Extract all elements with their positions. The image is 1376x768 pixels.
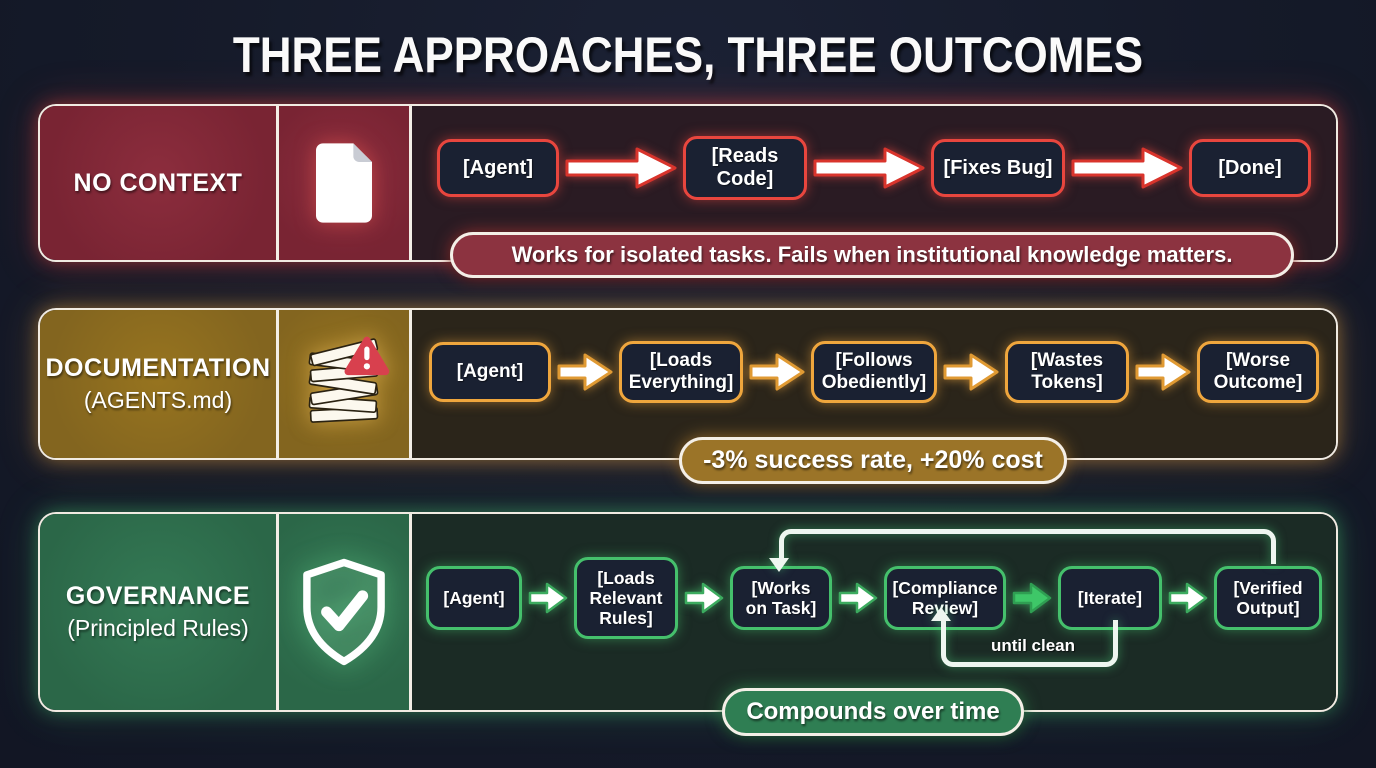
until-clean-loop-arrow	[931, 607, 1118, 667]
flow-step: [Wastes Tokens]	[1005, 341, 1129, 403]
vertical-divider	[276, 310, 279, 458]
panel-governance-title: GOVERNANCE	[65, 582, 251, 610]
flow-step: [Reads Code]	[683, 136, 807, 200]
flow-arrow-green-icon	[1012, 582, 1052, 614]
panel-no-context-icon-zone	[279, 106, 409, 260]
page-title: THREE APPROACHES, THREE OUTCOMES	[232, 27, 1144, 83]
panel-governance-icon-zone	[279, 514, 409, 710]
flow-arrow-icon	[1071, 147, 1183, 189]
flow-row: [Agent] [Reads Code] [Fixes Bug] [Done]	[412, 106, 1336, 206]
flow-step: [Loads Relevant Rules]	[574, 556, 678, 640]
panel-documentation-label-zone: DOCUMENTATION (AGENTS.md)	[40, 310, 276, 458]
flow-step: [Agent]	[426, 566, 522, 630]
flow-step: [Works on Task]	[730, 566, 832, 630]
flow-arrow-icon	[684, 582, 724, 614]
flow-row: [Agent] [Loads Everything] [Follows Obed…	[412, 310, 1336, 410]
flow-step: [Fixes Bug]	[931, 139, 1065, 197]
flow-step: [Verified Output]	[1214, 566, 1322, 630]
flow-arrow-icon	[749, 353, 805, 391]
flow-step: [Worse Outcome]	[1197, 341, 1319, 403]
flow-arrow-icon	[557, 353, 613, 391]
shield-check-icon	[303, 558, 385, 666]
panel-documentation-title: DOCUMENTATION	[45, 354, 271, 382]
flow-arrow-icon	[1168, 582, 1208, 614]
flow-step: [Follows Obediently]	[811, 341, 937, 403]
panel-governance-flow-zone: [Agent] [Loads Relevant Rules] [Works on…	[412, 514, 1336, 710]
vertical-divider	[409, 310, 412, 458]
flow-arrow-icon	[943, 353, 999, 391]
document-icon	[316, 143, 372, 223]
paper-stack-warning-icon	[308, 336, 390, 423]
panel-no-context-label-zone: NO CONTEXT	[40, 106, 276, 260]
no-context-caption-pill: Works for isolated tasks. Fails when ins…	[450, 232, 1294, 278]
panel-governance: GOVERNANCE (Principled Rules) [Agent] [L…	[38, 512, 1338, 712]
vertical-divider	[276, 514, 279, 710]
panel-documentation: DOCUMENTATION (AGENTS.md)	[38, 308, 1338, 460]
loop-back-arrow	[769, 529, 1276, 572]
flow-arrow-icon	[1135, 353, 1191, 391]
panel-governance-label-zone: GOVERNANCE (Principled Rules)	[40, 514, 276, 710]
flow-step: [Iterate]	[1058, 566, 1162, 630]
governance-caption-pill: Compounds over time	[722, 688, 1024, 736]
arrowhead-up-icon	[931, 607, 951, 621]
panel-documentation-flow-zone: [Agent] [Loads Everything] [Follows Obed…	[412, 310, 1336, 458]
documentation-caption-pill: -3% success rate, +20% cost	[679, 437, 1067, 484]
flow-step: [Loads Everything]	[619, 341, 743, 403]
vertical-divider	[409, 514, 412, 710]
panel-governance-subtitle: (Principled Rules)	[67, 615, 249, 641]
flow-step: [Agent]	[429, 342, 551, 402]
panel-documentation-icon-zone	[279, 310, 409, 458]
flow-arrow-icon	[528, 582, 568, 614]
loop-label: until clean	[990, 636, 1076, 655]
panel-documentation-subtitle: (AGENTS.md)	[83, 387, 233, 413]
flow-arrow-icon	[838, 582, 878, 614]
flow-arrow-icon	[813, 147, 925, 189]
vertical-divider	[409, 106, 412, 260]
flow-step: [Done]	[1189, 139, 1311, 197]
flow-step: [Agent]	[437, 139, 559, 197]
vertical-divider	[276, 106, 279, 260]
flow-arrow-icon	[565, 147, 677, 189]
panel-no-context-title: NO CONTEXT	[73, 168, 243, 197]
arrowhead-down-icon	[769, 558, 789, 572]
flow-row: [Agent] [Loads Relevant Rules] [Works on…	[412, 514, 1336, 646]
